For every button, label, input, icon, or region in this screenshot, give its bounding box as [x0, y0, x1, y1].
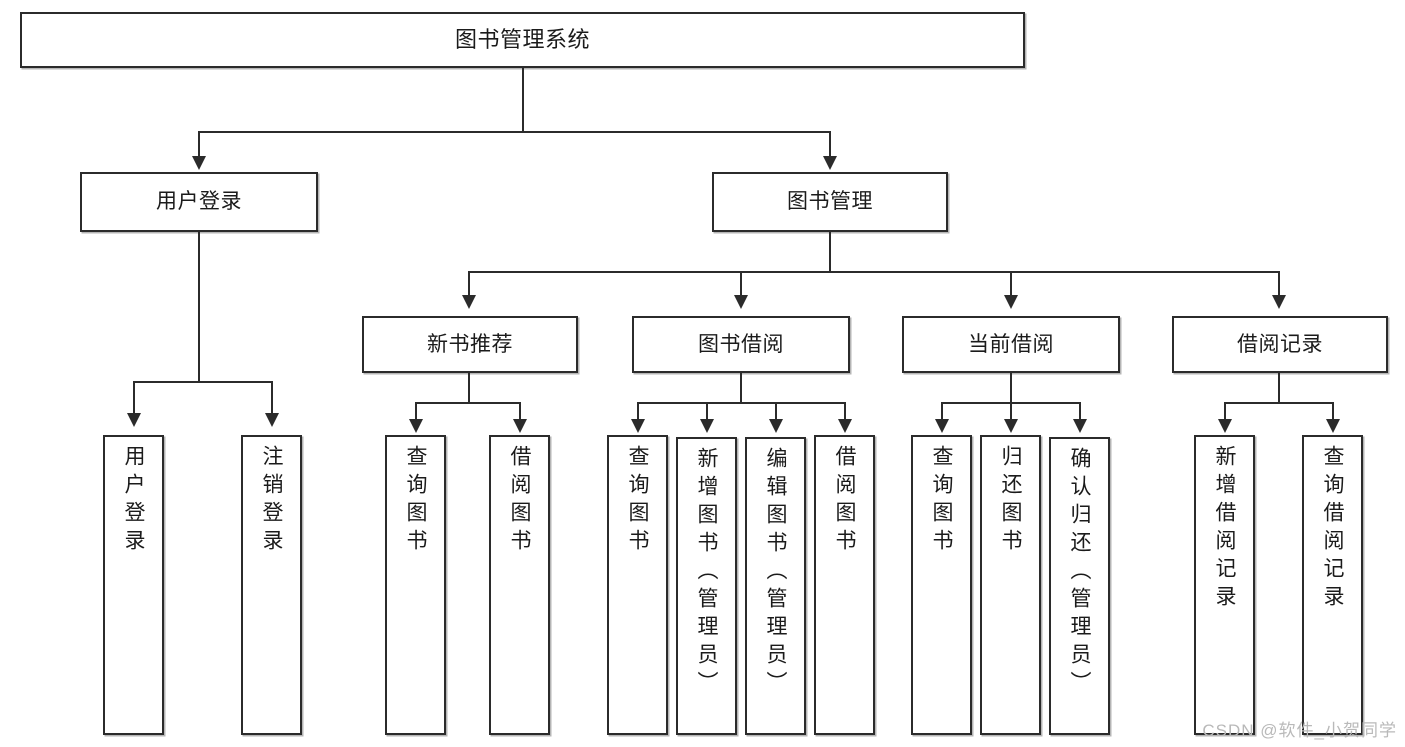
- connector-cb-stem: [1010, 373, 1012, 403]
- connector-nbr-to-leaf-2: [519, 402, 521, 420]
- connector-br-to-leaf-2: [1332, 402, 1334, 420]
- arrow-bb-to-leaf-2: [700, 419, 714, 433]
- node-label: 新书推荐: [427, 332, 513, 356]
- node-label: 查询图书: [626, 445, 649, 557]
- arrow-root-to-user-login: [192, 156, 206, 170]
- arrow-user-login-to-leaf-1: [127, 413, 141, 427]
- node-label: 查询图书: [404, 445, 427, 557]
- connector-bm-to-borrow-record: [1278, 271, 1280, 297]
- leaf-confirm-return[interactable]: 确认归还（管理员）: [1049, 437, 1110, 735]
- node-label: 借阅记录: [1237, 332, 1323, 356]
- arrow-bm-to-borrow-record: [1272, 295, 1286, 309]
- leaf-edit-book[interactable]: 编辑图书（管理员）: [745, 437, 806, 735]
- leaf-query-record[interactable]: 查询借阅记录: [1302, 435, 1363, 735]
- leaf-query-book-2[interactable]: 查询图书: [607, 435, 668, 735]
- connector-bm-to-current-borrow: [1010, 271, 1012, 297]
- node-label: 借阅图书: [508, 445, 531, 557]
- connector-nbr-stem: [468, 373, 470, 403]
- connector-cb-to-leaf-2: [1010, 402, 1012, 420]
- arrow-br-to-leaf-2: [1326, 419, 1340, 433]
- connector-user-login-to-leaf-1: [133, 381, 135, 415]
- connector-user-login-bus: [133, 381, 273, 383]
- node-label: 新增借阅记录: [1213, 445, 1236, 613]
- node-label: 新增图书（管理员）: [695, 447, 718, 699]
- node-borrow-record[interactable]: 借阅记录: [1172, 316, 1388, 373]
- node-current-borrow[interactable]: 当前借阅: [902, 316, 1120, 373]
- connector-root-bus: [198, 131, 831, 133]
- connector-root-stem: [522, 68, 524, 132]
- arrow-cb-to-leaf-2: [1004, 419, 1018, 433]
- node-label: 查询图书: [930, 445, 953, 557]
- connector-user-login-stem: [198, 232, 200, 382]
- node-label: 图书管理: [787, 190, 873, 214]
- arrow-bb-to-leaf-3: [769, 419, 783, 433]
- leaf-borrow-book-1[interactable]: 借阅图书: [489, 435, 550, 735]
- leaf-add-record[interactable]: 新增借阅记录: [1194, 435, 1255, 735]
- connector-bb-bus: [637, 402, 845, 404]
- connector-bb-to-leaf-2: [706, 402, 708, 420]
- node-label: 当前借阅: [968, 332, 1054, 356]
- leaf-query-book-3[interactable]: 查询图书: [911, 435, 972, 735]
- connector-bb-to-leaf-3: [775, 402, 777, 420]
- arrow-br-to-leaf-1: [1218, 419, 1232, 433]
- node-label: 查询借阅记录: [1321, 445, 1344, 613]
- leaf-return-book[interactable]: 归还图书: [980, 435, 1041, 735]
- connector-br-stem: [1278, 373, 1280, 403]
- node-user-login[interactable]: 用户登录: [80, 172, 318, 232]
- node-new-book-recommend[interactable]: 新书推荐: [362, 316, 578, 373]
- node-book-management-system[interactable]: 图书管理系统: [20, 12, 1025, 68]
- connector-br-bus: [1224, 402, 1334, 404]
- leaf-user-login[interactable]: 用户登录: [103, 435, 164, 735]
- leaf-query-book-1[interactable]: 查询图书: [385, 435, 446, 735]
- arrow-nbr-to-leaf-1: [409, 419, 423, 433]
- leaf-add-book[interactable]: 新增图书（管理员）: [676, 437, 737, 735]
- connector-book-manage-bus: [468, 271, 1280, 273]
- node-label: 图书管理系统: [454, 26, 590, 52]
- node-label: 图书借阅: [698, 332, 784, 356]
- node-book-manage[interactable]: 图书管理: [712, 172, 948, 232]
- node-label: 确认归还（管理员）: [1068, 447, 1091, 699]
- node-label: 编辑图书（管理员）: [764, 447, 787, 699]
- connector-bm-to-new-book: [468, 271, 470, 297]
- connector-bb-to-leaf-1: [637, 402, 639, 420]
- node-label: 用户登录: [122, 445, 145, 557]
- arrow-cb-to-leaf-3: [1073, 419, 1087, 433]
- leaf-user-logout[interactable]: 注销登录: [241, 435, 302, 735]
- connector-user-login-to-leaf-2: [271, 381, 273, 415]
- connector-bb-to-leaf-4: [844, 402, 846, 420]
- connector-bb-stem: [740, 373, 742, 403]
- arrow-bb-to-leaf-1: [631, 419, 645, 433]
- connector-cb-to-leaf-3: [1079, 402, 1081, 420]
- connector-bm-to-book-borrow: [740, 271, 742, 297]
- connector-root-to-book-manage: [829, 131, 831, 159]
- node-label: 注销登录: [260, 445, 283, 557]
- arrow-nbr-to-leaf-2: [513, 419, 527, 433]
- arrow-bm-to-current-borrow: [1004, 295, 1018, 309]
- connector-book-manage-stem: [829, 232, 831, 272]
- connector-br-to-leaf-1: [1224, 402, 1226, 420]
- connector-cb-to-leaf-1: [941, 402, 943, 420]
- arrow-root-to-book-manage: [823, 156, 837, 170]
- arrow-bm-to-new-book: [462, 295, 476, 309]
- connector-root-to-user-login: [198, 131, 200, 159]
- leaf-borrow-book-2[interactable]: 借阅图书: [814, 435, 875, 735]
- node-label: 用户登录: [156, 190, 242, 214]
- arrow-cb-to-leaf-1: [935, 419, 949, 433]
- arrow-bm-to-book-borrow: [734, 295, 748, 309]
- node-label: 归还图书: [999, 445, 1022, 557]
- arrow-bb-to-leaf-4: [838, 419, 852, 433]
- connector-nbr-to-leaf-1: [415, 402, 417, 420]
- arrow-user-login-to-leaf-2: [265, 413, 279, 427]
- node-book-borrow[interactable]: 图书借阅: [632, 316, 850, 373]
- connector-nbr-bus: [415, 402, 521, 404]
- node-label: 借阅图书: [833, 445, 856, 557]
